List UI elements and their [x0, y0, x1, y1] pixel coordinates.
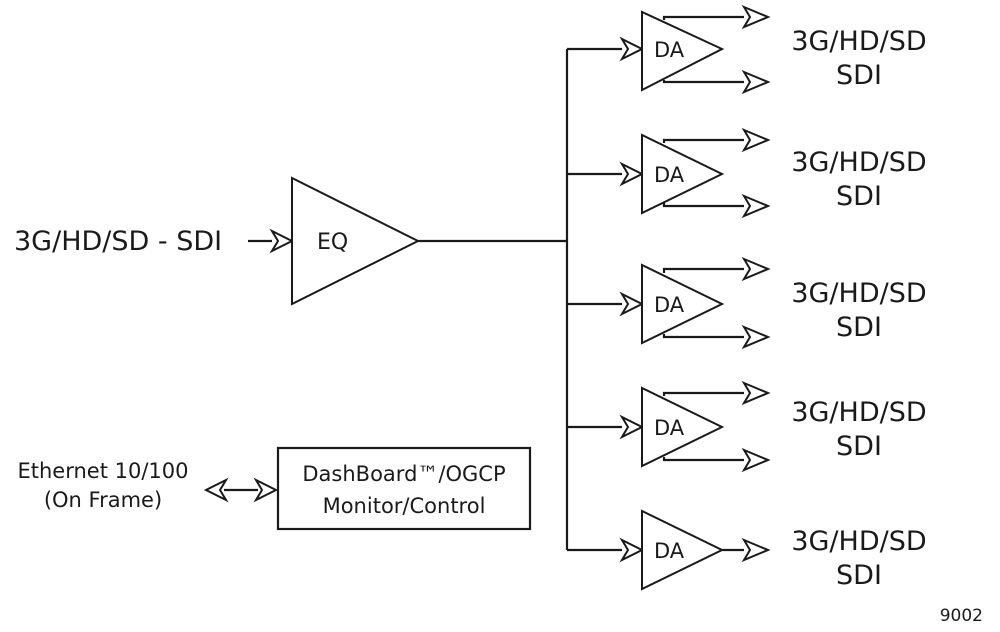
output-label-sdi: SDI [836, 60, 882, 91]
figure-number: 9002 [940, 606, 983, 626]
output-arrowhead [741, 127, 771, 153]
da-amplifier [641, 509, 725, 591]
eq-amplifier [291, 176, 421, 306]
da-label: DA [654, 416, 685, 440]
output-label-sdi: SDI [836, 560, 882, 591]
output-label: 3G/HD/SD [791, 397, 926, 428]
control-box-title: DashBoard™/OGCP [302, 462, 505, 486]
da-branch-1: DA 3G/HD/SD SDI [567, 4, 927, 95]
input-label: 3G/HD/SD - SDI [14, 226, 222, 257]
da-branch-5: DA 3G/HD/SD SDI [567, 509, 927, 591]
input-arrowhead [269, 228, 295, 254]
output-label-sdi: SDI [836, 431, 882, 462]
ethernet-sublabel: (On Frame) [44, 488, 162, 512]
da-branch-4: DA 3G/HD/SD SDI [567, 380, 927, 473]
eq-label: EQ [317, 230, 348, 255]
output-arrowhead [741, 537, 771, 563]
da-branch-2: DA 3G/HD/SD SDI [567, 127, 927, 219]
output-arrowhead [741, 193, 771, 219]
da-branch-3: DA 3G/HD/SD SDI [567, 256, 927, 350]
output-arrowhead [741, 380, 771, 406]
output-arrowhead [741, 4, 771, 30]
output-arrowhead [741, 256, 771, 282]
da-amplifier [641, 263, 725, 345]
da-input-arrowhead [619, 161, 645, 187]
output-label-sdi: SDI [836, 181, 882, 212]
da-input-arrowhead [619, 537, 645, 563]
output-label: 3G/HD/SD [791, 147, 926, 178]
control-box [276, 446, 532, 531]
da-amplifier [641, 386, 725, 468]
da-input-arrowhead [619, 291, 645, 317]
output-label: 3G/HD/SD [791, 526, 926, 557]
bidirectional-arrowhead-right [253, 477, 279, 503]
output-arrowhead [741, 324, 771, 350]
da-input-arrowhead [619, 36, 645, 62]
da-label: DA [654, 539, 685, 563]
da-amplifier [641, 10, 725, 92]
output-arrowhead [741, 69, 771, 95]
da-label: DA [654, 293, 685, 317]
control-box-subtitle: Monitor/Control [323, 494, 486, 518]
da-amplifier [641, 133, 725, 215]
output-label: 3G/HD/SD [791, 26, 926, 57]
output-label: 3G/HD/SD [791, 278, 926, 309]
da-label: DA [654, 38, 685, 62]
output-arrowhead [741, 447, 771, 473]
da-input-arrowhead [619, 414, 645, 440]
ethernet-label: Ethernet 10/100 [17, 459, 188, 483]
da-label: DA [654, 163, 685, 187]
output-label-sdi: SDI [836, 312, 882, 343]
bidirectional-arrowhead-left [203, 477, 229, 503]
